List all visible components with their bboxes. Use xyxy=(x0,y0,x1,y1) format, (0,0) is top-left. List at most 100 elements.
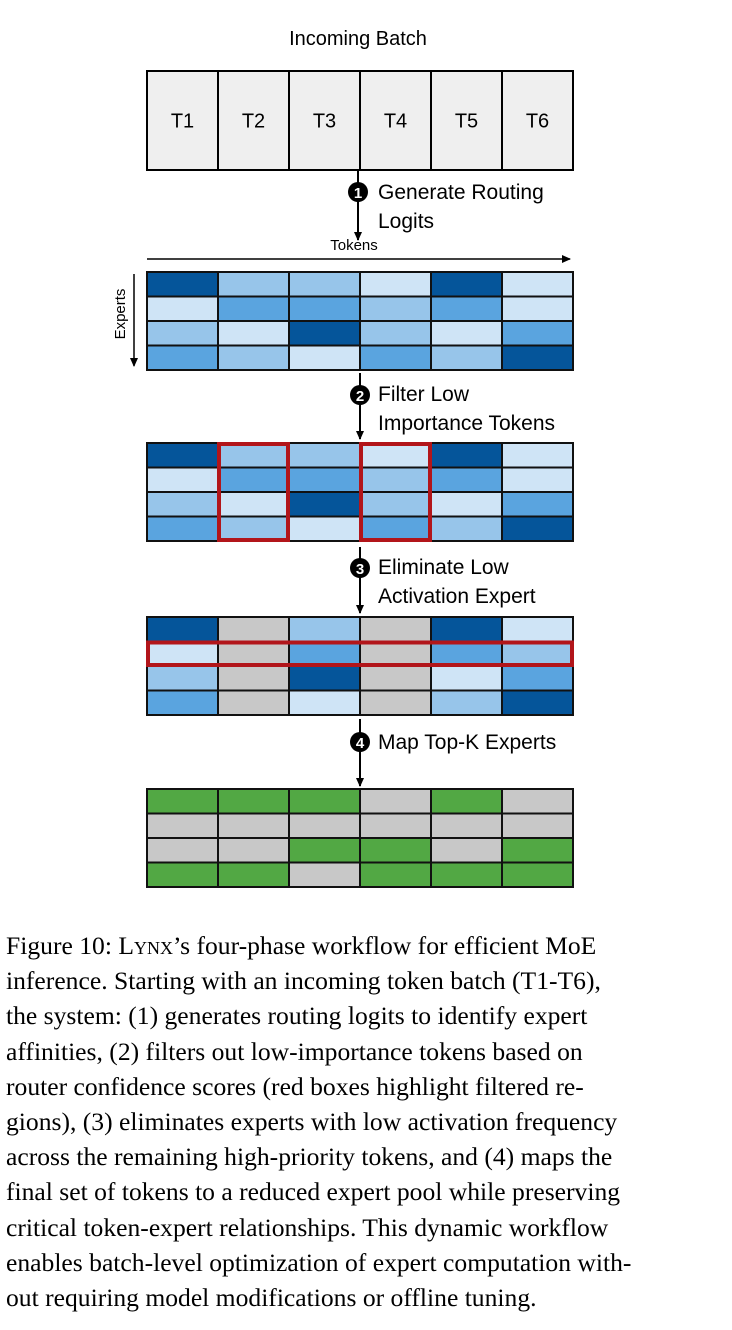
token-cell xyxy=(288,70,361,171)
matrix-cell xyxy=(359,466,432,493)
matrix-cell xyxy=(501,466,574,493)
matrix-cell xyxy=(146,689,219,716)
matrix-cell xyxy=(217,788,290,815)
figure-label: Figure 10: xyxy=(6,931,112,960)
caption-line: gions), (3) eliminates experts with low … xyxy=(6,1107,618,1137)
token-label: T4 xyxy=(384,111,407,133)
matrix-cell xyxy=(146,837,219,864)
caption-line: inference. Starting with an incoming tok… xyxy=(6,966,601,996)
matrix-cell xyxy=(430,320,503,347)
step-1: 1 Generate Routing Logits xyxy=(348,181,544,233)
matrix-cell xyxy=(501,515,574,542)
matrix-cell xyxy=(501,689,574,716)
batch-title: Incoming Batch xyxy=(289,28,427,50)
matrix-cell xyxy=(288,344,361,371)
caption-line: enables batch-level optimization of expe… xyxy=(6,1247,632,1277)
eliminated-experts-grid xyxy=(146,616,574,716)
system-name: Lynx xyxy=(118,931,173,960)
caption-line: router confidence scores (red boxes high… xyxy=(6,1071,584,1101)
matrix-cell xyxy=(359,837,432,864)
matrix-cell xyxy=(146,442,219,469)
matrix-cell xyxy=(430,271,503,298)
matrix-cell xyxy=(430,616,503,643)
matrix-cell xyxy=(288,442,361,469)
matrix-cell xyxy=(501,812,574,839)
matrix-cell xyxy=(288,515,361,542)
matrix-cell xyxy=(359,616,432,643)
step-1-badge xyxy=(348,182,368,202)
step-1-label-line1: Generate Routing xyxy=(378,181,544,204)
step-2: 2 Filter Low Importance Tokens xyxy=(350,383,555,435)
matrix-cell xyxy=(359,271,432,298)
matrix-cell xyxy=(501,442,574,469)
matrix-cell xyxy=(430,295,503,322)
matrix-cell xyxy=(501,491,574,518)
highlight-token-column xyxy=(359,442,432,542)
token-label: T6 xyxy=(526,111,549,133)
highlight-expert-row xyxy=(146,640,574,667)
matrix-cell xyxy=(217,344,290,371)
token-cell xyxy=(501,70,574,171)
step-2-number: 2 xyxy=(356,388,364,405)
caption-line: affinities, (2) filters out low-importan… xyxy=(6,1036,583,1066)
matrix-cell xyxy=(217,515,290,542)
matrix-cell xyxy=(146,295,219,322)
matrix-cell xyxy=(288,295,361,322)
matrix-cell xyxy=(288,788,361,815)
matrix-cell xyxy=(359,665,432,692)
matrix-cell xyxy=(288,466,361,493)
matrix-cell xyxy=(359,788,432,815)
matrix-cell xyxy=(359,515,432,542)
matrix-cell xyxy=(501,271,574,298)
matrix-cell xyxy=(501,344,574,371)
matrix-cell xyxy=(288,689,361,716)
matrix-cell xyxy=(501,837,574,864)
matrix-cell xyxy=(288,665,361,692)
tokens-axis: Tokens xyxy=(147,237,571,263)
matrix-cell xyxy=(217,861,290,888)
token-label: T5 xyxy=(455,111,478,133)
matrix-cell xyxy=(217,812,290,839)
step-2-label-line1: Filter Low xyxy=(378,383,470,406)
step-3-badge xyxy=(350,558,370,578)
matrix-cell xyxy=(288,640,361,667)
matrix-cell xyxy=(146,616,219,643)
matrix-cell xyxy=(430,344,503,371)
matrix-cell xyxy=(359,640,432,667)
matrix-cell xyxy=(430,665,503,692)
step-3-number: 3 xyxy=(356,561,364,578)
matrix-cell xyxy=(288,491,361,518)
matrix-cell xyxy=(288,271,361,298)
caption-line: out requiring model modifications or off… xyxy=(6,1283,537,1313)
token-cell xyxy=(217,70,290,171)
caption-line: across the remaining high-priority token… xyxy=(6,1142,613,1172)
matrix-cell xyxy=(217,665,290,692)
matrix-cell xyxy=(288,861,361,888)
step-4-label-line1: Map Top-K Experts xyxy=(378,731,556,754)
caption-line: final set of tokens to a reduced expert … xyxy=(6,1177,621,1207)
matrix-cell xyxy=(359,344,432,371)
matrix-cell xyxy=(430,491,503,518)
figure-caption: Figure 10: Lynx’s four-phase workflow fo… xyxy=(6,928,702,1315)
experts-axis-label: Experts xyxy=(112,289,129,340)
matrix-cell xyxy=(430,788,503,815)
matrix-cell xyxy=(430,837,503,864)
matrix-cell xyxy=(430,861,503,888)
step-3-label-line1: Eliminate Low xyxy=(378,556,510,579)
matrix-cell xyxy=(217,295,290,322)
matrix-cell xyxy=(359,491,432,518)
token-cell xyxy=(146,70,219,171)
step-4: 4 Map Top-K Experts xyxy=(350,731,556,754)
matrix-cell xyxy=(430,689,503,716)
matrix-cell xyxy=(217,640,290,667)
step-3: 3 Eliminate Low Activation Expert xyxy=(350,556,536,608)
step-4-number: 4 xyxy=(356,735,365,752)
matrix-cell xyxy=(430,466,503,493)
matrix-cell xyxy=(501,320,574,347)
matrix-cell xyxy=(359,812,432,839)
matrix-cell xyxy=(217,837,290,864)
step-3-label-line2: Activation Expert xyxy=(378,585,536,608)
topk-mapping-grid xyxy=(146,788,574,888)
